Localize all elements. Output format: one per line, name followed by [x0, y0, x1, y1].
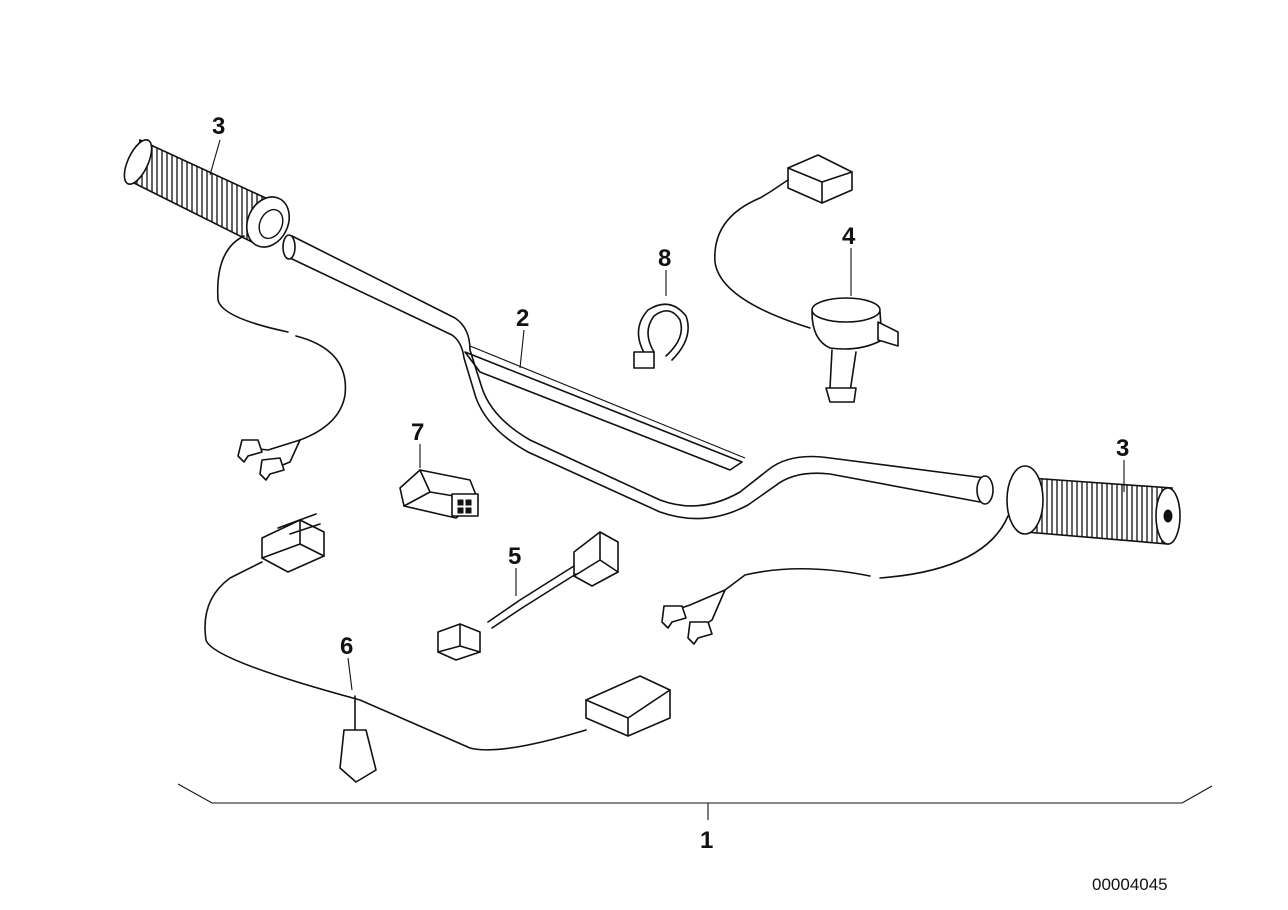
callout-5: 5: [508, 543, 521, 570]
heated-grip-switch: [714, 154, 899, 403]
wiring-harness: [204, 513, 671, 783]
assembly-bracket: [177, 783, 1213, 820]
handlebar: [282, 234, 994, 520]
diagram-reference-number: 00004045: [1092, 875, 1168, 894]
callout-8: 8: [658, 245, 671, 272]
callout-6: 6: [340, 633, 353, 660]
connector: [399, 469, 479, 519]
cable-tie: [633, 303, 689, 369]
adapter-cable: [437, 531, 619, 661]
callout-4: 4: [842, 223, 856, 250]
leader-lines: [209, 139, 1125, 691]
callout-1: 1: [700, 827, 713, 854]
callout-2: 2: [516, 305, 529, 332]
callout-3-right: 3: [1116, 435, 1129, 462]
right-heated-grip: [661, 465, 1181, 645]
callout-7: 7: [411, 419, 424, 446]
callout-3-left: 3: [212, 113, 225, 140]
left-heated-grip: [123, 138, 347, 481]
